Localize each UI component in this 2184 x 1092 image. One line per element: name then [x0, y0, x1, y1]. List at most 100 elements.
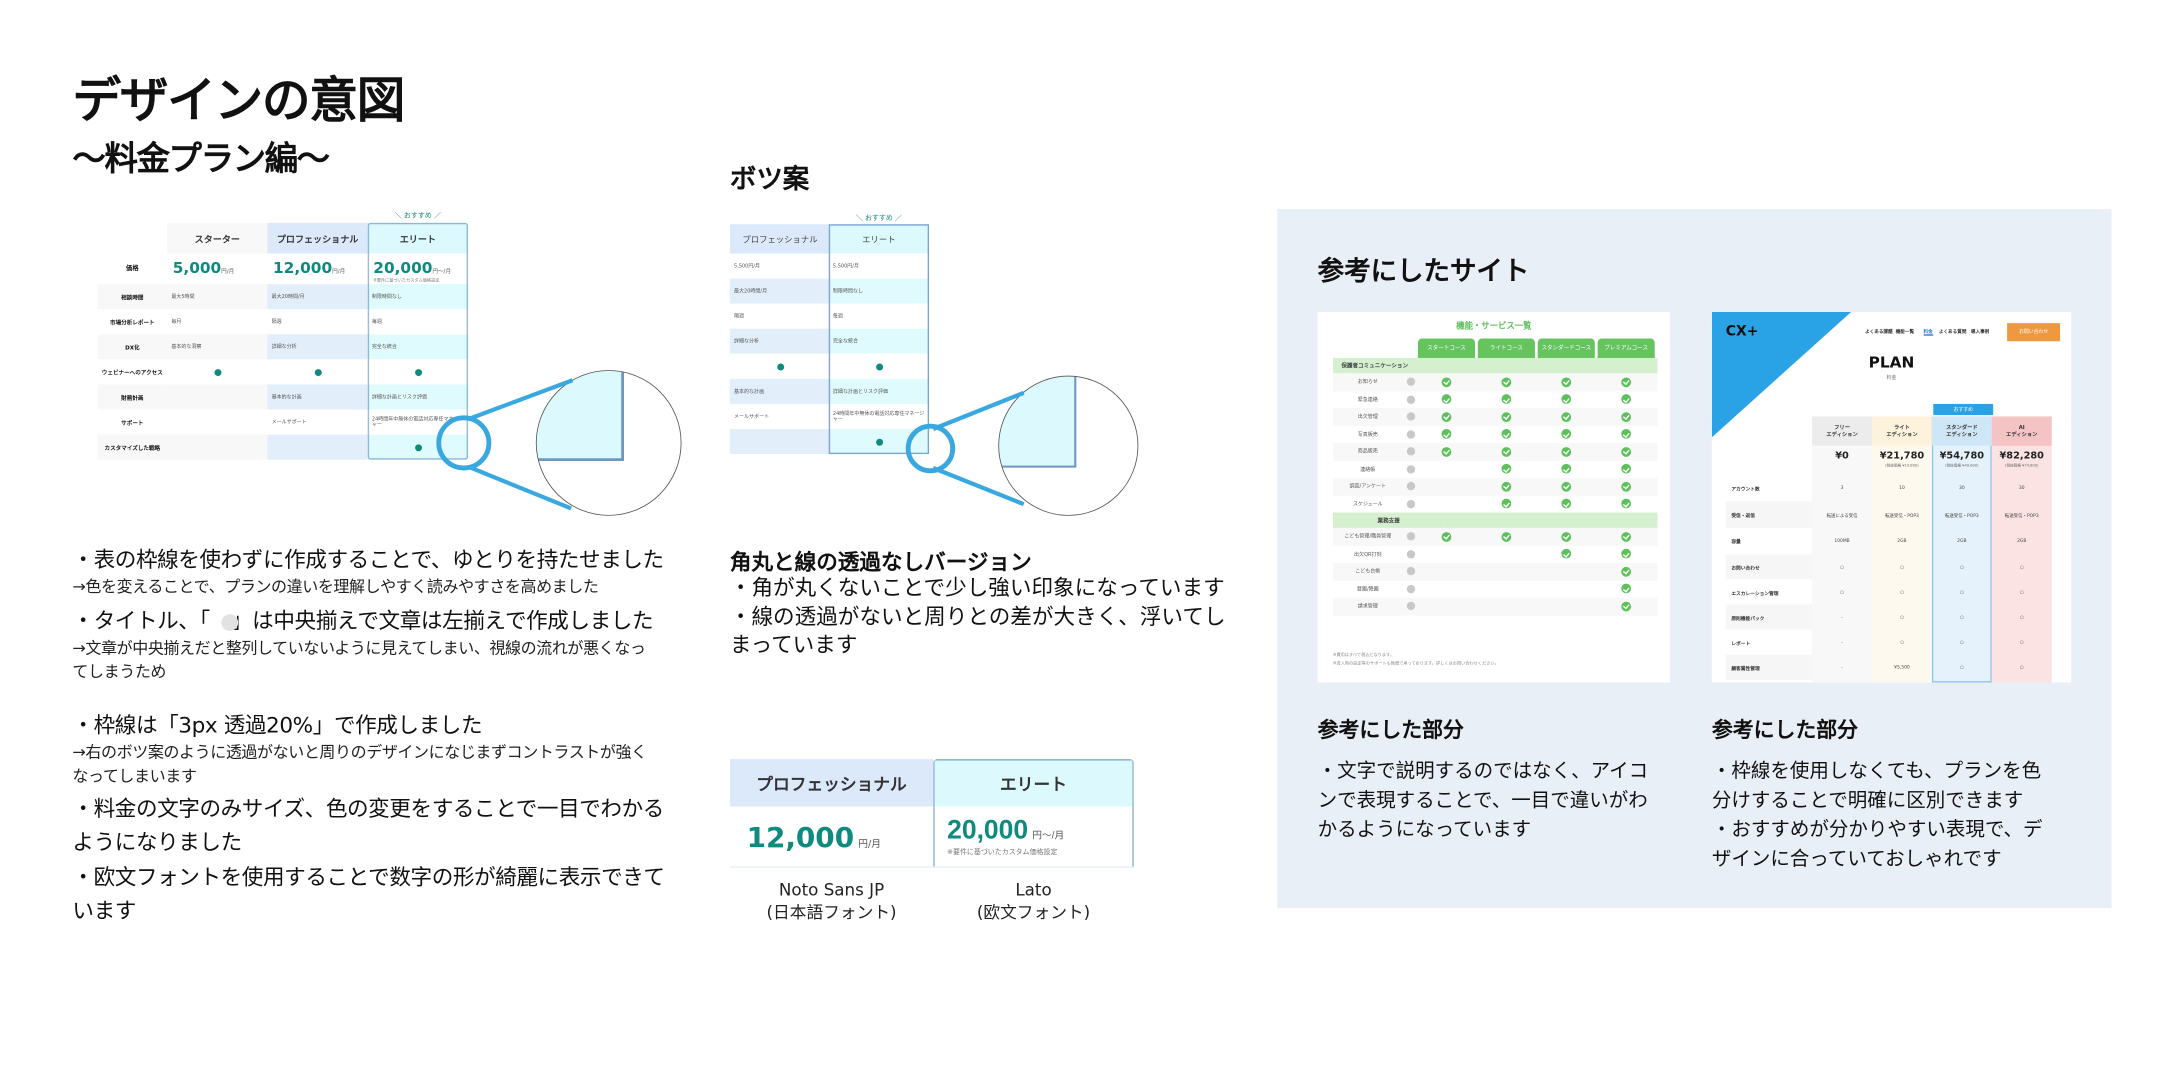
feature-label: 連絡帳 [1360, 465, 1376, 472]
table-cell: 制限時間なし [367, 284, 469, 310]
check-dot-icon [776, 362, 784, 370]
row-cell: - [1841, 614, 1843, 620]
note-item: ・タイトル、「 」は中央揃えで文章は左揃えで作成しました→文章が中央揃えだと整列… [72, 607, 653, 684]
edition-column [1872, 416, 1932, 683]
row-cell: 転送受信・POP3 [1884, 512, 1919, 519]
help-icon [1406, 532, 1416, 541]
check-icon [1621, 531, 1632, 542]
reference-heading-2: 参考にした部分 [1711, 717, 1859, 743]
row-label: 顧客属性管理 [1731, 665, 1760, 672]
elite-column-border [367, 222, 469, 460]
row-cell: ○ [1899, 614, 1904, 620]
price-amount: 12,000 [273, 259, 333, 278]
price-unit: 円〜/月 [432, 267, 452, 275]
row-label: DX化 [97, 334, 168, 360]
check-icon [1501, 446, 1512, 457]
section-bar: 保護者コミュニケーション [1332, 357, 1658, 374]
feature-label: 商品販売 [1357, 448, 1378, 455]
check-icon [1501, 412, 1512, 422]
row-band [1725, 501, 1813, 528]
font-name: Lato [1015, 880, 1052, 900]
row-cell: 2GB [2017, 537, 2027, 544]
table-cell: 詳細な分析 [729, 328, 831, 354]
price-amount: 20,000 [373, 259, 433, 278]
check-icon [1501, 377, 1512, 387]
note-text: ・枠線は「3px 透過20%」で作成しました [72, 713, 483, 739]
row-label: 財務計画 [97, 384, 168, 410]
price-note: ※要件に基づいたカスタム価格設定 [947, 848, 1058, 857]
row-band [1725, 629, 1813, 655]
row-cell: 転送受信・POP3 [2004, 512, 2039, 519]
check-icon [1501, 464, 1512, 474]
row-cell: ○ [1899, 639, 1904, 645]
nav-link[interactable]: よくある課題 [1865, 328, 1893, 335]
check-icon [1621, 481, 1632, 492]
row-cell: 2GB [1957, 537, 1967, 544]
edition-column [1812, 416, 1873, 683]
contact-button[interactable]: お問い合わせ [2007, 323, 2061, 342]
check-icon [1621, 464, 1632, 474]
feature-label: 出欠管理 [1357, 413, 1378, 420]
recommend-label: ＼ おすすめ ／ [394, 211, 441, 221]
table-cell: 基本的な計画 [267, 384, 368, 410]
row-label: ウェビナーへのアクセス [97, 359, 168, 385]
feature-row: 登園/降園 [1332, 580, 1658, 598]
table-cell: 詳細な計画とリスク評価 [828, 378, 930, 404]
row-label: 価格 [126, 266, 139, 274]
row-cell: ○ [1899, 589, 1904, 595]
row-cell: 10 [1899, 484, 1905, 491]
note-item: ・表の枠線を使わずに作成することで、ゆとりを持たせました →色を変えることで、プラ… [72, 546, 664, 599]
price-amount: 20,000 [947, 816, 1029, 846]
nav-link[interactable]: 導入事例 [1970, 328, 1990, 335]
price-cell: 12,000円/月 [273, 259, 345, 277]
check-icon [1441, 394, 1452, 405]
nav-link[interactable]: 料金 [1923, 328, 1933, 336]
help-icon [1406, 481, 1416, 491]
nav-link[interactable]: よくある質問 [1938, 328, 1967, 335]
placeholder-circle-icon [221, 614, 239, 631]
feature-row: 出欠QR打刻 [1332, 545, 1658, 563]
note-text: ・表の枠線を使わずに作成することで、ゆとりを持たせました [72, 547, 664, 573]
column-header: プロフェッショナル [267, 222, 368, 254]
note-text-cont: ようになりました [72, 830, 242, 856]
table-cell: 5,500円/月 [729, 253, 831, 279]
edition-column [1931, 416, 1992, 683]
note-sub: →色を変えることで、プランの違いを理解しやすく読みやすさを高めました [72, 576, 599, 597]
table-cell: 毎週 [367, 309, 469, 335]
note-sub: →右のボツ案のように透過がないと周りのデザインになじまずコントラストが強く [72, 742, 647, 762]
note-sub: なってしまいます [72, 766, 197, 786]
price-unit: 円/月 [858, 838, 882, 850]
check-icon [1621, 429, 1632, 440]
row-cell: - [1841, 664, 1843, 670]
check-icon [1501, 429, 1512, 440]
price-amount: 12,000 [746, 820, 855, 854]
reference-notes-2: ・枠線を使用しなくても、プランを色分けすることで明確に区別できます・おすすめが分… [1712, 758, 2043, 875]
course-tab: スタンダードコース [1537, 338, 1595, 358]
row-cell: ¥5,500 [1894, 664, 1910, 670]
feature-row: 出欠管理 [1332, 408, 1658, 426]
feature-label: こども管理/職員管理 [1344, 533, 1392, 540]
help-icon [1406, 464, 1416, 473]
check-icon [1561, 464, 1572, 474]
note-sub: てしまうため [72, 661, 167, 682]
section-bar-fill [1444, 512, 1658, 528]
font-label-lato: Lato(欧文フォント) [933, 879, 1134, 924]
feature-label: こども台帳 [1355, 568, 1381, 574]
check-dot-icon [314, 368, 322, 376]
check-icon [1441, 429, 1452, 440]
check-icon [1621, 499, 1632, 509]
check-icon [1621, 446, 1632, 457]
site-title: 機能・サービス一覧 [1456, 321, 1532, 332]
row-label: アカウント数 [1731, 486, 1760, 492]
price-unit: 円〜/月 [1032, 831, 1065, 842]
help-icon [1406, 566, 1416, 576]
table-cell: 毎週 [828, 303, 930, 329]
check-icon [1561, 429, 1572, 440]
table-cell [267, 359, 368, 385]
row-cell: ○ [2019, 614, 2024, 620]
row-cell: 転送による受信 [1826, 512, 1858, 519]
table-cell: 最大20時間/月 [729, 278, 831, 304]
nav-link[interactable]: 機能一覧 [1895, 328, 1915, 335]
